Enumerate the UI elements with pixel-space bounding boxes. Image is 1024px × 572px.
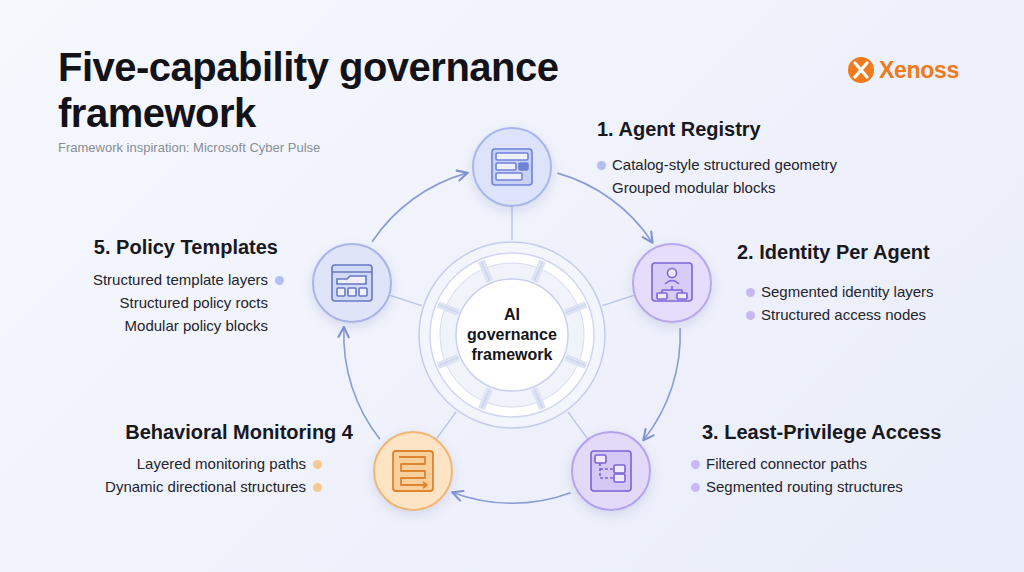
bullet-dot xyxy=(691,483,700,492)
capability-bullet: Segmented identity layers xyxy=(761,283,934,301)
capability-heading: 5. Policy Templates xyxy=(94,236,278,259)
spoke-line xyxy=(390,295,422,305)
bullet-dot xyxy=(313,483,322,492)
capability-heading: 2. Identity Per Agent xyxy=(737,241,930,264)
monitoring-icon xyxy=(393,451,433,491)
registry-icon xyxy=(492,149,532,185)
cycle-arrow xyxy=(644,328,680,439)
bullet-dot xyxy=(746,288,755,297)
capability-bullet: Structured template layers xyxy=(93,271,268,289)
hub-circle: AI governance framework xyxy=(417,240,607,430)
capability-heading: 1. Agent Registry xyxy=(597,118,761,141)
capability-bullet: Grouped modular blocks xyxy=(612,179,775,197)
capability-circle: 2. Identity Per AgentSegmented identity … xyxy=(632,243,712,323)
capability-bullet: Dynamic directional structures xyxy=(105,478,306,496)
capability-bullet: Modular policy blocks xyxy=(125,317,268,335)
spoke-line xyxy=(437,412,457,439)
identity-icon xyxy=(652,263,692,301)
capability-heading: 3. Least-Privilege Access xyxy=(702,421,941,444)
logo-circle xyxy=(848,57,874,83)
capability-heading: Behavioral Monitoring 4 xyxy=(125,421,353,444)
bullet-dot xyxy=(313,460,322,469)
logo-x xyxy=(855,63,867,77)
capability-bullet: Catalog-style structured geometry xyxy=(612,156,837,174)
spoke-line xyxy=(568,412,588,439)
capability-circle: 3. Least-Privilege AccessFiltered connec… xyxy=(571,431,651,511)
policy-icon xyxy=(332,265,372,301)
capability-bullet: Segmented routing structures xyxy=(706,478,903,496)
capability-bullet: Structured access nodes xyxy=(761,306,926,324)
capability-bullet: Structured policy rocts xyxy=(120,294,268,312)
access-icon xyxy=(591,451,631,491)
bullet-dot xyxy=(746,311,755,320)
subtitle-text: Framework inspiration: Microsoft Cyber P… xyxy=(58,140,320,155)
cycle-arrow xyxy=(372,173,466,242)
capability-circle: 5. Policy TemplatesStructured template l… xyxy=(312,243,392,323)
capability-bullet: Layered monitoring paths xyxy=(137,455,306,473)
hub-label: AI governance framework xyxy=(457,280,567,390)
capability-circle: Behavioral Monitoring 4Layered monitorin… xyxy=(373,431,453,511)
bullet-dot xyxy=(691,460,700,469)
cycle-arrow xyxy=(453,493,570,504)
bullet-dot xyxy=(275,276,284,285)
bullet-dot xyxy=(597,161,606,170)
diagram-title: Five-capability governance framework xyxy=(58,44,628,136)
spoke-line xyxy=(602,295,634,305)
logo-text: Xenoss xyxy=(879,57,959,84)
capability-circle: 1. Agent RegistryCatalog-style structure… xyxy=(472,127,552,207)
capability-bullet: Filtered connector paths xyxy=(706,455,867,473)
spoke-line xyxy=(511,207,512,240)
